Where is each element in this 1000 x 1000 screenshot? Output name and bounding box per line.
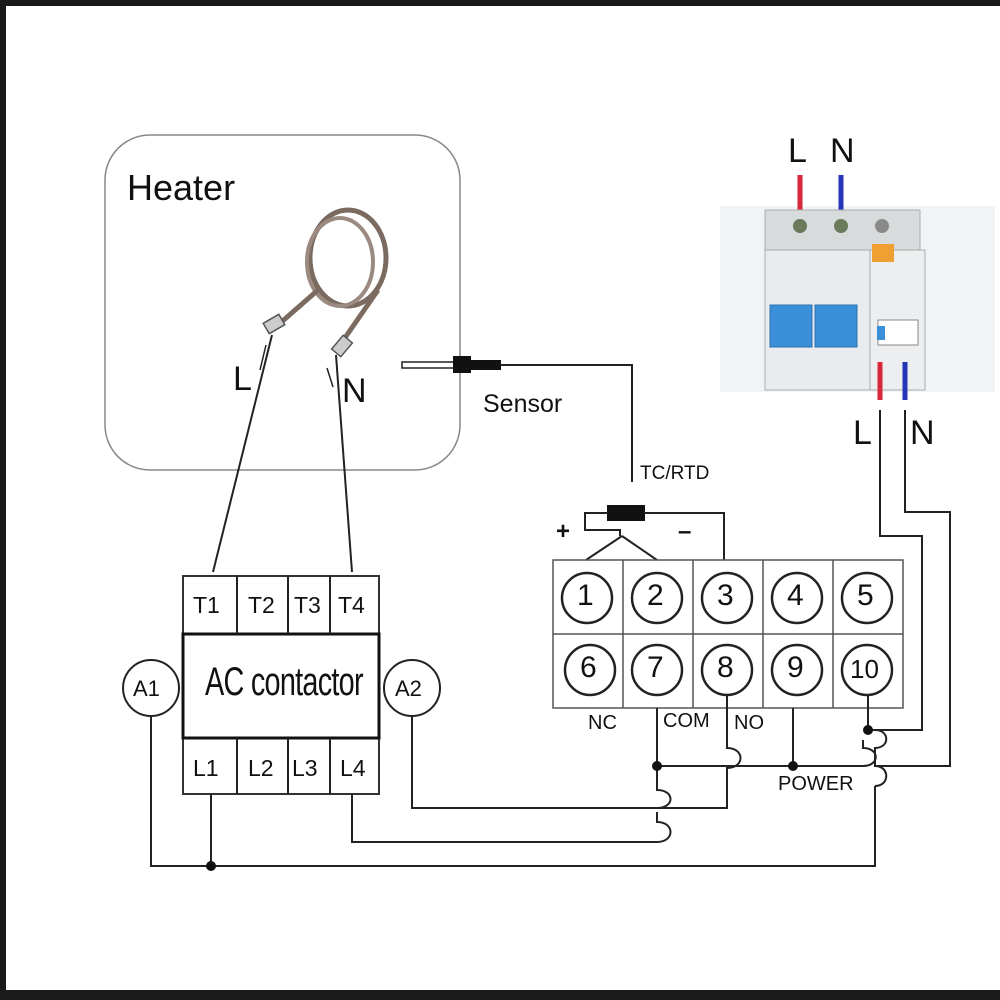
wire-l4-com — [351, 794, 672, 843]
terminal-4: 4 — [787, 579, 804, 612]
contactor-l2: L2 — [248, 755, 274, 781]
sensor-probe-icon — [401, 356, 501, 373]
window-frame-top — [0, 0, 1000, 6]
wire-heater-n — [335, 354, 353, 573]
wire-a1-neutral — [150, 716, 876, 867]
wire-no — [657, 695, 742, 809]
heater-terminal-l: L — [233, 360, 252, 398]
breaker-out-l: L — [853, 414, 872, 452]
window-frame-bottom — [0, 990, 1000, 1000]
circuit-breaker-icon — [720, 175, 995, 400]
terminal-7: 7 — [647, 651, 664, 684]
sensor-minus: – — [678, 518, 692, 545]
sensor-connector — [607, 505, 645, 521]
nc-label: NC — [588, 712, 617, 734]
terminal-3: 3 — [717, 579, 734, 612]
sensor-plus: + — [556, 518, 571, 545]
contactor-l4: L4 — [340, 755, 366, 781]
heater-terminal-n: N — [342, 372, 367, 410]
heater-enclosure — [104, 134, 461, 471]
contactor-l1: L1 — [193, 755, 219, 781]
coil-a1-label: A1 — [133, 676, 160, 701]
wire-a2-com — [411, 716, 672, 809]
heater-coil-icon — [262, 207, 389, 358]
breaker-in-n: N — [830, 132, 855, 170]
wire-power-l — [867, 410, 923, 731]
contactor-t4: T4 — [338, 592, 365, 618]
contactor-t2: T2 — [248, 592, 275, 618]
junction-dots — [206, 725, 873, 871]
power-label: POWER — [778, 773, 854, 795]
contactor-t3: T3 — [294, 592, 321, 618]
terminal-9: 9 — [787, 651, 804, 684]
coil-a2-label: A2 — [395, 676, 422, 701]
no-label: NO — [734, 712, 764, 734]
breaker-in-l: L — [788, 132, 807, 170]
contactor-l3: L3 — [292, 755, 318, 781]
wire-heater-l — [212, 334, 273, 573]
terminal-1: 1 — [577, 579, 594, 612]
contactor-core — [181, 632, 381, 740]
com-label: COM — [663, 710, 710, 732]
sensor-label: Sensor — [483, 390, 563, 418]
heater-title: Heater — [127, 167, 236, 208]
contactor-title: AC contactor — [205, 660, 364, 704]
window-frame-left — [0, 0, 6, 1000]
wire-sensor — [500, 364, 633, 482]
wire-power-n — [875, 410, 951, 767]
terminal-8: 8 — [717, 651, 734, 684]
contactor-t1: T1 — [193, 592, 220, 618]
terminal-6: 6 — [580, 651, 597, 684]
terminal-2: 2 — [647, 579, 664, 612]
terminal-10: 10 — [850, 654, 879, 684]
terminal-5: 5 — [857, 579, 874, 612]
breaker-out-n: N — [910, 414, 935, 452]
sensor-type-label: TC/RTD — [640, 463, 710, 484]
